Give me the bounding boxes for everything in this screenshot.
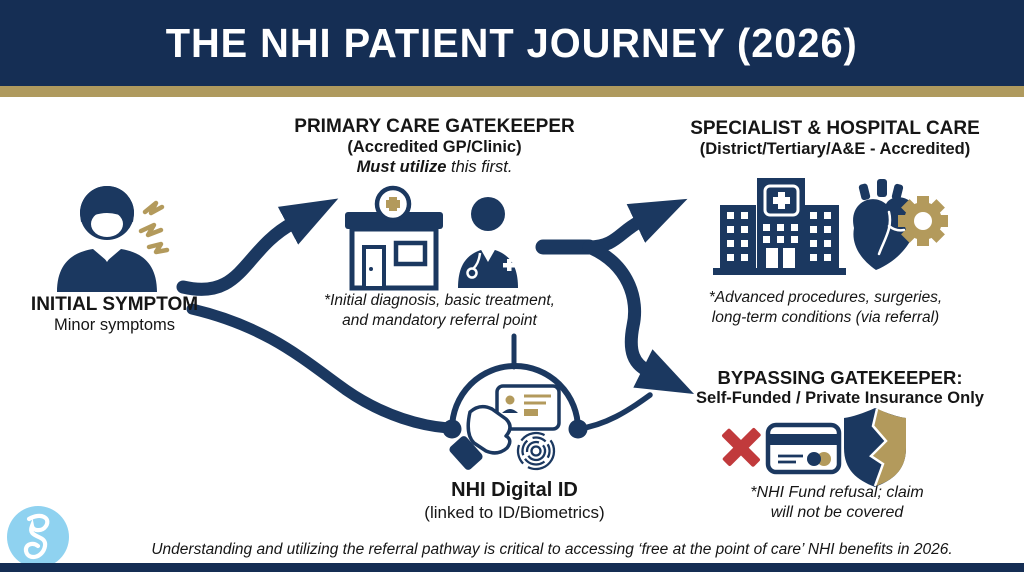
specialist-heading: SPECIALIST & HOSPITAL CARE (District/Ter… — [665, 118, 1005, 160]
broken-shield-icon — [844, 408, 906, 487]
footer-note: Understanding and utilizing the referral… — [151, 541, 953, 558]
arrow-initial-to-primary — [176, 198, 339, 296]
bypass-note-line1: *NHI Fund refusal; claim — [750, 484, 924, 501]
bypass-note-line2: will not be covered — [770, 504, 904, 522]
specialist-note-line2: long-term conditions (via referral) — [711, 308, 940, 326]
bypass-subtitle: Self-Funded / Private Insurance Only — [696, 388, 984, 407]
clinic-building-icon — [345, 185, 443, 291]
credit-card-icon — [765, 422, 842, 475]
digital-id-label: NHI Digital ID (linked to ID/Biometrics) — [392, 479, 637, 523]
primary-care-rule-rest: this first. — [446, 157, 513, 176]
arrow-primary-split — [535, 198, 695, 395]
specialist-note: *Advanced procedures, surgeries, long-te… — [678, 288, 973, 328]
hospital-building-icon — [713, 178, 846, 275]
primary-care-title: PRIMARY CARE GATEKEEPER — [294, 116, 575, 137]
specialist-note-line1: *Advanced procedures, surgeries, — [708, 289, 943, 306]
primary-care-rule-bold: Must utilize — [356, 157, 447, 176]
gold-divider — [0, 86, 1024, 97]
bottom-divider — [0, 563, 1024, 572]
fingerprint-icon — [516, 431, 556, 471]
specialist-subtitle: (District/Tertiary/A&E - Accredited) — [699, 140, 971, 159]
primary-care-heading: PRIMARY CARE GATEKEEPER (Accredited GP/C… — [282, 116, 587, 177]
initial-symptom-label: INITIAL SYMPTOM Minor symptoms — [17, 294, 212, 336]
bypass-heading: BYPASSING GATEKEEPER: Self-Funded / Priv… — [690, 367, 990, 408]
header-bar: THE NHI PATIENT JOURNEY (2026) — [0, 0, 1024, 86]
primary-care-subtitle: (Accredited GP/Clinic) — [347, 138, 522, 157]
brand-logo-icon — [7, 506, 69, 568]
initial-symptom-subtitle: Minor symptoms — [53, 316, 176, 335]
specialist-title: SPECIALIST & HOSPITAL CARE — [690, 118, 980, 139]
patient-person-icon — [57, 186, 157, 292]
digital-id-subtitle: (linked to ID/Biometrics) — [424, 502, 605, 522]
red-x-icon — [722, 428, 761, 467]
doctor-icon — [458, 197, 518, 288]
primary-care-note: *Initial diagnosis, basic treatment, and… — [302, 291, 577, 331]
gear-icon — [898, 196, 948, 246]
page-title: THE NHI PATIENT JOURNEY (2026) — [165, 19, 859, 66]
initial-symptom-title: INITIAL SYMPTOM — [30, 294, 199, 315]
digital-id-title: NHI Digital ID — [451, 479, 578, 501]
heart-gear-icon — [853, 179, 948, 270]
bypass-note: *NHI Fund refusal; claim will not be cov… — [692, 483, 982, 524]
bypass-title: BYPASSING GATEKEEPER: — [717, 367, 963, 388]
primary-care-note-line1: *Initial diagnosis, basic treatment, — [324, 292, 555, 309]
digital-id-arc — [442, 333, 653, 439]
curve-initial-to-digital-id — [186, 303, 454, 434]
primary-care-note-line2: and mandatory referral point — [342, 311, 537, 329]
hand-id-card-icon — [449, 384, 561, 470]
pain-bolts-icon — [138, 200, 170, 255]
